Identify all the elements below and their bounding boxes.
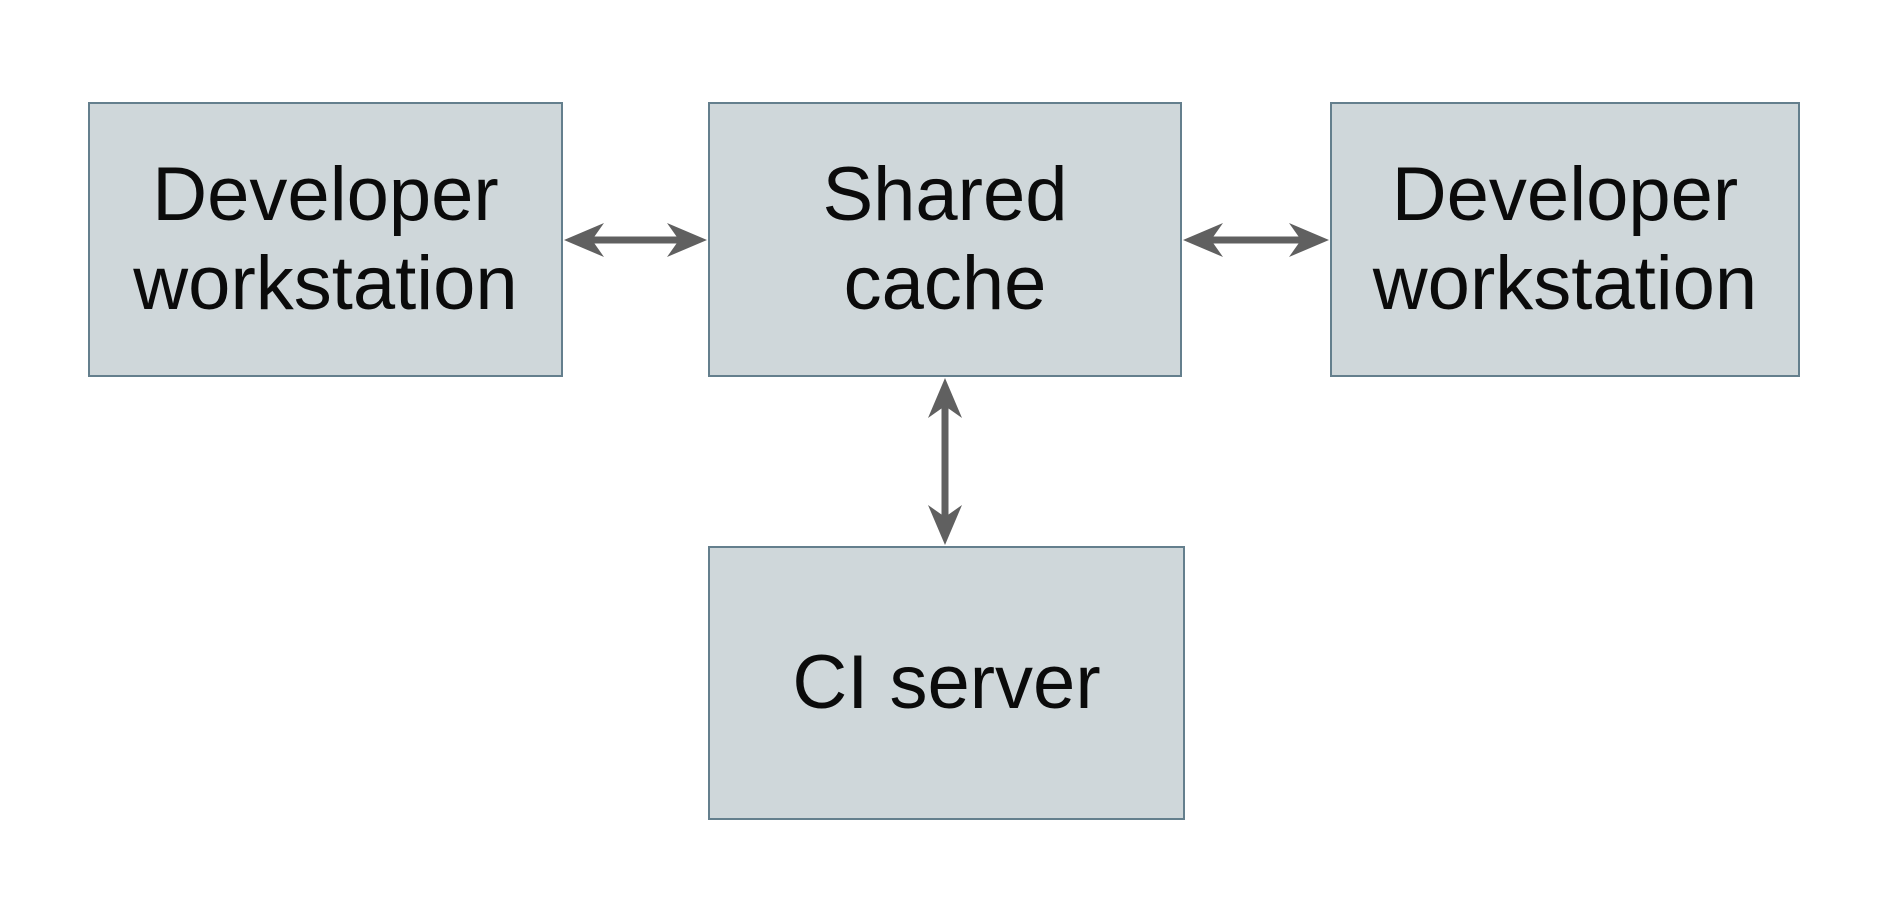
node-shared-cache: Shared cache: [708, 102, 1182, 377]
edge-arrow-dev-workstation-left--shared-cache: [564, 223, 707, 257]
edge-arrow-shared-cache--dev-workstation-right: [1183, 223, 1329, 257]
node-label-developer-workstation-left: Developer workstation: [133, 152, 518, 326]
edge-arrow-shared-cache--ci-server: [928, 378, 962, 545]
node-ci-server: CI server: [708, 546, 1185, 820]
node-developer-workstation-right: Developer workstation: [1330, 102, 1800, 377]
node-developer-workstation-left: Developer workstation: [88, 102, 563, 377]
node-label-developer-workstation-right: Developer workstation: [1372, 152, 1758, 326]
node-label-ci-server: CI server: [792, 639, 1101, 725]
node-label-shared-cache: Shared cache: [822, 152, 1068, 326]
